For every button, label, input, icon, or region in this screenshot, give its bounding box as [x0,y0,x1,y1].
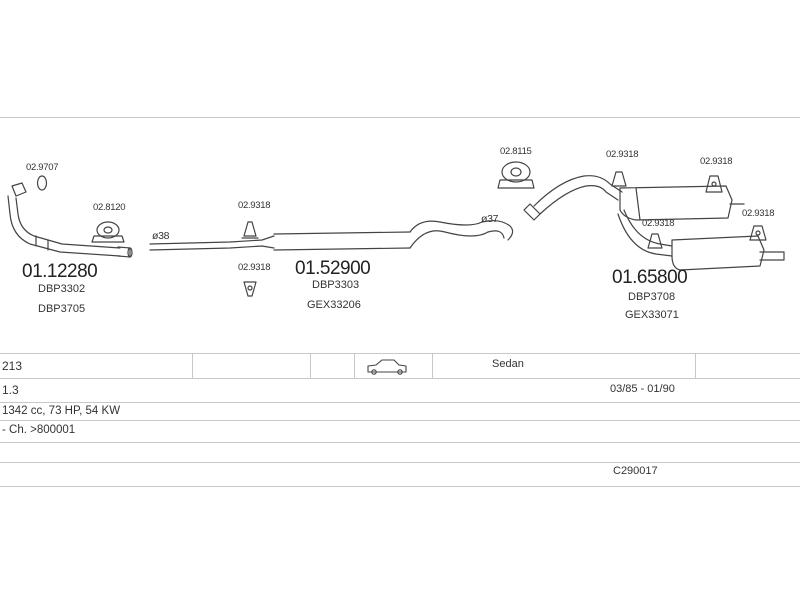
part-ref-rear-2: GEX33071 [625,309,679,321]
engine-size: 1.3 [2,383,19,397]
rear-hanger-1-icon [611,171,627,187]
table-col-divider-3 [354,353,355,378]
vehicle-code: 213 [2,359,23,373]
production-years: 03/85 - 01/90 [610,383,675,395]
rear-hanger-4-icon [749,225,767,241]
rear-hanger-2-icon [705,175,723,193]
table-rule-1 [0,378,800,379]
rear-gasket-label: 02.8115 [500,146,532,157]
table-col-divider-5 [695,353,696,378]
table-rule-2 [0,402,800,403]
chassis-number: - Ch. >800001 [2,424,76,436]
engine-spec: 1342 cc, 73 HP, 54 KW [2,405,121,417]
part-ref-mid-2: GEX33206 [307,299,361,311]
mid-hanger-bottom-icon [243,281,257,297]
front-clamp-icon [36,175,48,191]
table-col-divider-4 [432,353,433,378]
rear-gasket-icon [497,161,535,189]
part-ref-front-2: DBP3705 [38,303,86,315]
table-rule-4 [0,442,800,443]
sedan-car-icon [367,359,407,375]
front-clamp-label: 02.9707 [26,162,59,173]
rear-hanger-3-icon [647,233,663,249]
rear-hanger-2-label: 02.9318 [700,156,733,167]
part-ref-rear-1: DBP3708 [628,291,676,303]
table-col-divider-2 [310,353,311,378]
front-downpipe-drawing [7,182,133,258]
rear-diameter-label: ø37 [481,213,499,225]
reference-code: C290017 [613,465,658,477]
rear-section-drawing [523,175,785,271]
table-rule-3 [0,420,800,421]
rear-hanger-1-label: 02.9318 [606,149,639,160]
mid-hanger-bottom-label: 02.9318 [238,262,271,273]
part-ref-front-1: DBP3302 [38,283,86,295]
top-rule [0,117,800,118]
table-rule-5 [0,462,800,463]
part-number-front: 01.12280 [22,261,98,282]
rear-hanger-3-label: 02.9318 [642,218,675,229]
front-gasket-label: 02.8120 [93,202,126,213]
part-number-mid: 01.52900 [295,258,371,279]
mid-hanger-top-icon [241,221,259,239]
rear-hanger-4-label: 02.9318 [742,208,775,219]
table-top-rule [0,353,800,354]
part-ref-mid-1: DBP3303 [312,279,360,291]
table-bottom-rule [0,486,800,487]
mid-diameter-label: ø38 [152,230,170,242]
mid-pipe-drawing [149,220,514,251]
front-gasket-icon [91,221,125,243]
table-col-divider-1 [192,353,193,378]
part-number-rear: 01.65800 [612,267,688,288]
mid-hanger-top-label: 02.9318 [238,200,271,211]
body-type: Sedan [492,358,524,370]
